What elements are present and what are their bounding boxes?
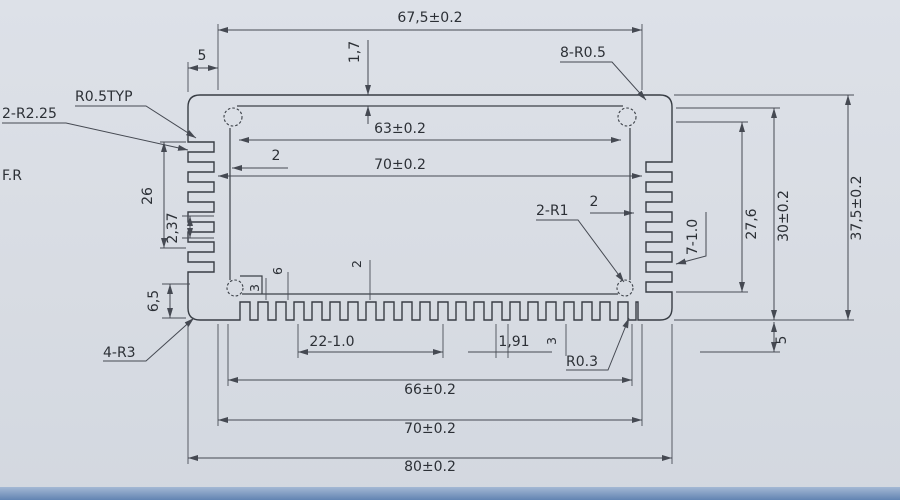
extension-lines — [160, 24, 854, 464]
leader-right-fin-spec — [675, 212, 707, 265]
leader-bottom-right-radius — [566, 317, 630, 371]
dim-overall-width: 80±0.2 — [404, 459, 456, 475]
screw-boss-bottom-right — [616, 279, 634, 297]
callout-bottom-right-radius: R0.3 — [566, 354, 598, 370]
dim-inner-wall-left: 2 — [272, 148, 281, 164]
dim-top-width: 67,5±0.2 — [397, 10, 462, 26]
dim-right-height: 30±0.2 — [776, 190, 792, 242]
dim-slot-width: 63±0.2 — [374, 121, 426, 137]
callout-screw-boss: 2-R1 — [536, 203, 569, 219]
dim-inner-wall-right: 2 — [590, 194, 599, 210]
dim-right-inner-height: 27,6 — [744, 208, 760, 239]
dim-floor-thickness: 3 — [247, 284, 262, 292]
dimension-labels: 67,5±0.2 5 1,7 8-R0.5 R0.5TYP 2-R2.25 F.… — [2, 10, 865, 475]
leader-screw-boss — [536, 219, 625, 283]
dimension-lines — [161, 27, 851, 461]
dim-top-left-offset: 5 — [198, 48, 207, 64]
dim-bottom-fin-height: 3 — [544, 337, 559, 345]
screw-boss-bottom-left — [226, 279, 244, 297]
leader-bottom-corner-radius — [103, 317, 195, 362]
callout-bottom-corner-radius: 4-R3 — [103, 345, 136, 361]
dim-boss-height: 6 — [270, 267, 285, 275]
sheet-bottom-strip — [0, 487, 900, 500]
callout-left-corner-radius: 2-R2.25 — [2, 106, 57, 122]
dim-bottom-body-width: 70±0.2 — [404, 421, 456, 437]
extrusion-profile — [187, 94, 673, 321]
dim-left-bottom-offset: 6,5 — [146, 290, 162, 312]
dim-bottom-fin-spec: 22-1.0 — [309, 334, 354, 350]
dim-top-wall-thickness: 1,7 — [347, 41, 363, 63]
dim-left-fin-pitch: 2,37 — [165, 212, 181, 243]
dim-right-fin-spec: 7-1.0 — [685, 219, 701, 255]
dim-inner-width: 70±0.2 — [374, 157, 426, 173]
dim-overall-height: 37,5±0.2 — [849, 175, 865, 240]
leader-left-radius-typ — [75, 105, 197, 139]
leader-lines — [2, 61, 707, 371]
dim-right-bottom-offset: 5 — [774, 336, 790, 345]
screw-boss-top-right — [617, 107, 637, 127]
floor-step-line — [240, 275, 263, 294]
profile-outline — [187, 94, 673, 321]
leader-top-right-radius — [560, 61, 647, 101]
dim-left-fin-span: 26 — [140, 187, 156, 205]
screw-boss-top-left — [223, 107, 243, 127]
note-fr: F.R — [2, 168, 22, 184]
dim-fin-wall: 2 — [349, 260, 364, 268]
callout-left-radius-typ: R0.5TYP — [75, 89, 133, 105]
dim-bottom-inner-width: 66±0.2 — [404, 382, 456, 398]
callout-top-right-radius: 8-R0.5 — [560, 45, 606, 61]
leader-left-corner-radius — [2, 122, 189, 151]
dim-bottom-fin-pitch: 1,91 — [498, 334, 529, 350]
